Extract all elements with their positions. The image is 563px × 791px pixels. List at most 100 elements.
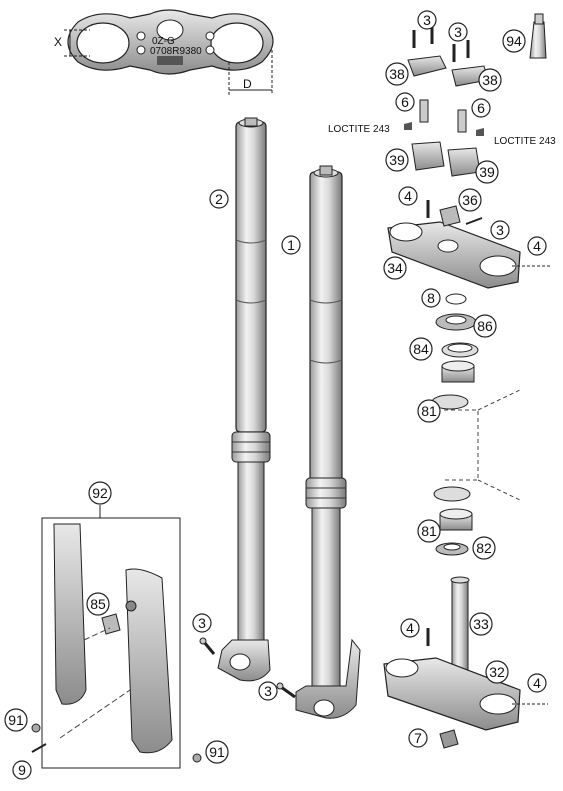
callout-c4a: 4 [398, 186, 418, 206]
seal-82 [435, 542, 469, 556]
o-ring-8 [445, 293, 467, 305]
callout-c39a-text: 39 [389, 152, 405, 168]
callout-c6b: 6 [471, 98, 491, 118]
callout-c3d-text: 3 [264, 683, 272, 699]
callout-c1-text: 1 [287, 237, 295, 253]
callout-c81b-text: 81 [421, 523, 437, 539]
ktm-logo [157, 56, 183, 65]
callout-c3e-text: 3 [496, 222, 504, 238]
callout-c4b: 4 [527, 236, 547, 256]
callout-c91b-text: 91 [209, 744, 225, 760]
callout-c4b-text: 4 [533, 238, 541, 254]
callout-c36: 36 [458, 188, 482, 212]
callout-c36-text: 36 [462, 192, 478, 208]
callout-c38b: 38 [478, 68, 502, 92]
part-94-tool [529, 13, 547, 59]
fork-guard-kit-92 [31, 505, 202, 769]
callout-c82-text: 82 [476, 540, 492, 556]
frame-head-tube [444, 389, 521, 501]
lower-triple-clamp-stem [383, 576, 548, 749]
bearing-81-top [431, 360, 475, 410]
callout-c3a-text: 3 [423, 12, 431, 28]
callout-c91a: 91 [4, 708, 28, 732]
callout-c9-text: 9 [18, 762, 26, 778]
callout-c3b-text: 3 [454, 24, 462, 40]
callout-c34: 34 [383, 256, 407, 280]
callout-c39a: 39 [385, 148, 409, 172]
bearing-race-84 [441, 342, 479, 358]
callout-c4d: 4 [527, 673, 547, 693]
callout-c94: 94 [502, 29, 526, 53]
fork-leg-1 [295, 165, 361, 719]
upper-triple-clamp-34 [387, 200, 550, 289]
clamp-marking-line2: 0708R9380 [150, 46, 202, 57]
bearing-81-bottom [433, 486, 473, 531]
callout-c1: 1 [281, 235, 301, 255]
handlebar-clamp-39-right [447, 147, 481, 177]
callout-c3c-text: 3 [198, 615, 206, 631]
callout-c7: 7 [408, 728, 428, 748]
callout-c8-text: 8 [427, 290, 435, 306]
callout-c34-text: 34 [387, 260, 403, 276]
callout-c39b: 39 [475, 160, 499, 184]
callout-c6a-text: 6 [401, 94, 409, 110]
dimension-d: D [228, 50, 273, 95]
callout-c85-text: 85 [90, 596, 106, 612]
callout-c82: 82 [472, 536, 496, 560]
callout-c85: 85 [86, 592, 110, 616]
callout-c91a-text: 91 [8, 712, 24, 728]
callout-c32: 32 [485, 660, 509, 684]
callout-c3c: 3 [192, 613, 212, 633]
callout-c7-text: 7 [414, 730, 422, 746]
callout-c6b-text: 6 [477, 100, 485, 116]
callout-c39b-text: 39 [479, 164, 495, 180]
screw-3-right-fork [276, 682, 296, 699]
callout-c3a: 3 [417, 10, 437, 30]
dimension-x-label: X [54, 35, 62, 49]
handlebar-clamp-39-left [411, 141, 445, 171]
clamp-marking-line1: 0Z-G [152, 36, 175, 47]
callout-c38a: 38 [385, 62, 409, 86]
callout-c6a: 6 [395, 92, 415, 112]
callout-c81b: 81 [417, 519, 441, 543]
callout-c9: 9 [12, 760, 32, 780]
callout-c86: 86 [473, 314, 497, 338]
triple-clamp-top-view: 0Z-G 0708R9380 [67, 9, 274, 75]
callout-c91b: 91 [205, 740, 229, 764]
callout-c81a-text: 81 [421, 403, 437, 419]
callout-c4d-text: 4 [533, 675, 541, 691]
callout-c32-text: 32 [489, 664, 505, 680]
screws-3-pair-left [412, 26, 434, 48]
callout-c2: 2 [209, 189, 229, 209]
screw-3-left-fork [199, 637, 216, 655]
callout-c38b-text: 38 [482, 72, 498, 88]
dimension-x: X [54, 29, 90, 57]
callout-c33-text: 33 [473, 616, 489, 632]
dimension-d-label: D [243, 77, 252, 91]
callout-c94-text: 94 [506, 33, 522, 49]
loctite-left-label: LOCTITE 243 [328, 124, 390, 135]
callout-c84-text: 84 [413, 341, 429, 357]
dust-seal-86 [435, 313, 477, 331]
callout-c8: 8 [421, 288, 441, 308]
fork-leg-2 [217, 117, 271, 682]
screw-6-right [457, 109, 484, 136]
screw-6-left [404, 99, 429, 130]
callout-c4c-text: 4 [406, 620, 414, 636]
callout-c4a-text: 4 [404, 188, 412, 204]
callout-c84: 84 [409, 337, 433, 361]
callout-c92-text: 92 [92, 485, 108, 501]
callout-c92: 92 [88, 481, 112, 505]
callout-c38a-text: 38 [389, 66, 405, 82]
callout-c81a: 81 [417, 399, 441, 423]
callout-c3d: 3 [258, 681, 278, 701]
callout-c4c: 4 [400, 618, 420, 638]
callout-c3b: 3 [448, 22, 468, 42]
clamp-38-left [407, 55, 447, 77]
screws-3-pair-right [452, 40, 470, 62]
callout-c86-text: 86 [477, 318, 493, 334]
loctite-right-label: LOCTITE 243 [494, 136, 556, 147]
callout-c3e: 3 [490, 220, 510, 240]
